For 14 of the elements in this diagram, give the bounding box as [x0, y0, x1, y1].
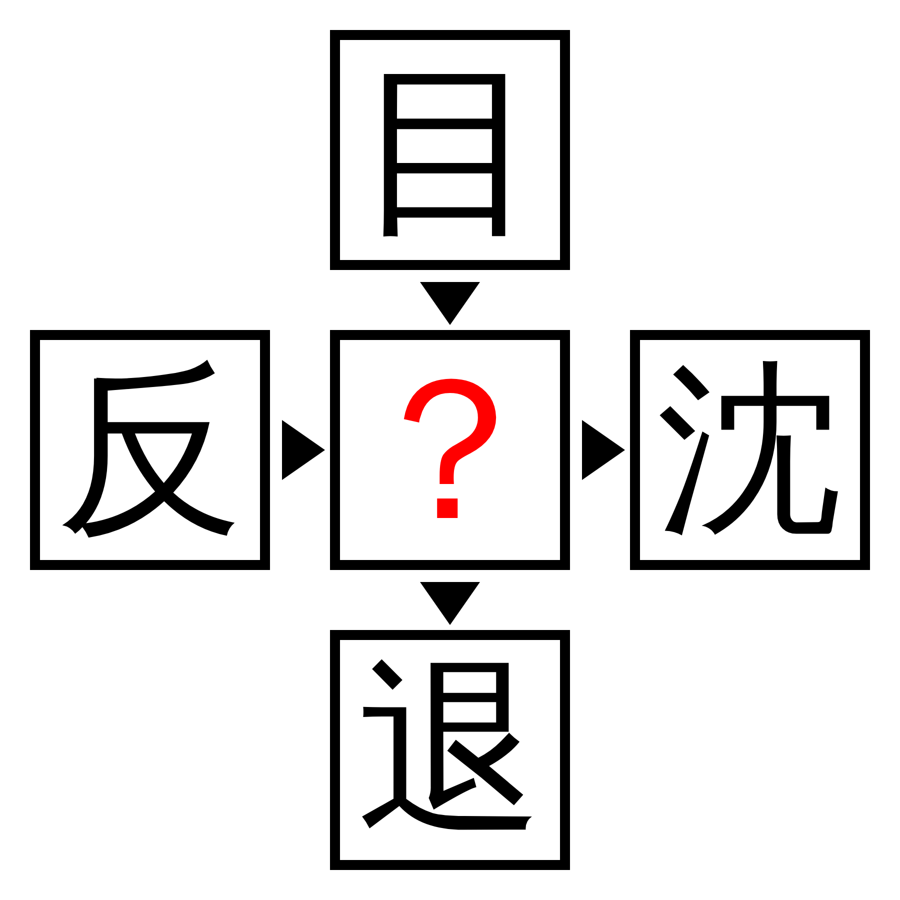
arrow	[420, 582, 480, 625]
kanji-character: 退	[357, 657, 543, 843]
question-mark: ？	[350, 350, 550, 550]
arrow	[582, 420, 625, 480]
character-box	[330, 630, 570, 870]
kanji-character: 目	[357, 57, 543, 243]
arrow	[282, 420, 325, 480]
kanji-character: 反	[57, 357, 243, 543]
kanji-character: 沈	[657, 357, 843, 543]
character-box	[330, 330, 570, 570]
character-box	[30, 330, 270, 570]
character-box	[630, 330, 870, 570]
arrow	[420, 282, 480, 325]
character-box	[330, 30, 570, 270]
